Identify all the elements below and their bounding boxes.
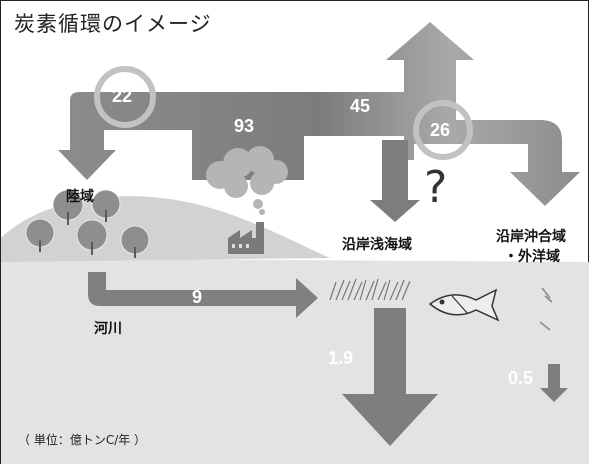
coastal-down-arrow <box>370 140 420 222</box>
value-1-9: 1.9 <box>328 348 354 368</box>
question-mark: ? <box>424 162 448 213</box>
ring-26 <box>413 100 473 160</box>
label-land: 陸域 <box>66 189 94 205</box>
value-9: 9 <box>192 287 203 307</box>
main-flow-arrows <box>58 22 580 206</box>
label-offshore-line1: 沿岸沖合域 <box>496 229 566 245</box>
diagram-title: 炭素循環のイメージ <box>14 12 212 36</box>
fish-icon <box>428 288 500 322</box>
value-45: 45 <box>350 96 371 116</box>
sediment-arrow-small <box>540 364 568 402</box>
value-93: 93 <box>234 116 255 136</box>
label-river: 河川 <box>94 321 122 337</box>
particles-icon <box>539 287 553 331</box>
trees-icon <box>25 189 150 258</box>
ring-22 <box>94 66 156 128</box>
seagrass-icon <box>329 278 411 301</box>
river-arrow <box>88 272 318 318</box>
label-coastal: 沿岸浅海域 <box>342 237 412 253</box>
smoke-cloud <box>206 146 288 215</box>
factory-icon <box>228 222 264 254</box>
value-22: 22 <box>112 86 133 106</box>
sediment-arrow-large <box>342 308 438 446</box>
value-26: 26 <box>430 120 451 140</box>
unit-note: （ 単位：億トンC/年 ） <box>18 433 147 447</box>
value-0-5: 0.5 <box>508 368 534 388</box>
label-offshore-line2: ・外洋域 <box>504 249 560 265</box>
